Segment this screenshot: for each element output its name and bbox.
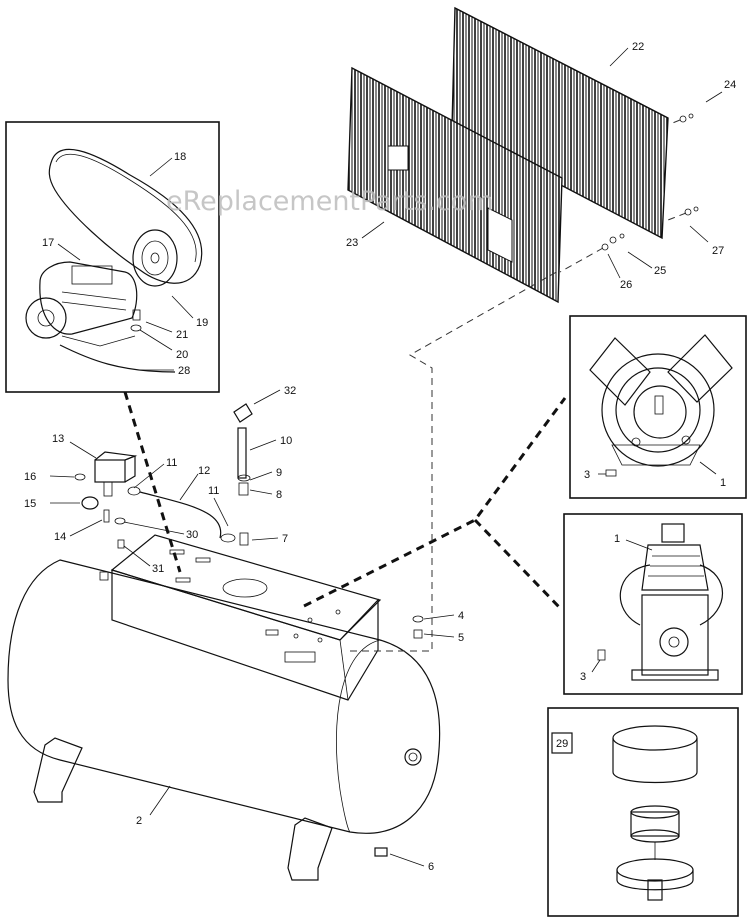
- part-label-30: 30: [186, 529, 198, 541]
- part-label-3-top: 3: [584, 469, 590, 481]
- part-label-7: 7: [282, 533, 288, 545]
- part-label-19: 19: [196, 317, 208, 329]
- part-label-28: 28: [178, 365, 190, 377]
- pump-head-top-view: [589, 334, 733, 467]
- part-label-2: 2: [136, 815, 142, 827]
- guard-fasteners: [601, 113, 699, 251]
- part-label-11-left: 11: [166, 457, 177, 469]
- leader-lines: [49, 47, 723, 867]
- pump-bolt-middle: [597, 649, 606, 661]
- part-label-26: 26: [620, 279, 632, 291]
- inset-29-label: 29: [556, 738, 568, 750]
- part-label-31: 31: [152, 563, 164, 575]
- tank-leg-right: [287, 817, 333, 881]
- part-label-23: 23: [346, 237, 358, 249]
- part-label-17: 17: [42, 237, 54, 249]
- part-label-11-right: 11: [208, 485, 219, 497]
- part-label-27: 27: [712, 245, 724, 257]
- part-label-12: 12: [198, 465, 210, 477]
- belt-guard-back-panel: [451, 6, 669, 240]
- part-label-25: 25: [654, 265, 666, 277]
- motor-bolt-washer: [130, 309, 142, 332]
- guard-connector-line: [350, 269, 561, 652]
- part-label-4: 4: [458, 610, 464, 622]
- part-label-20: 20: [176, 349, 188, 361]
- motor-inset-box: [5, 121, 220, 393]
- tank-platform: [110, 534, 382, 701]
- part-label-1-top: 1: [720, 477, 726, 489]
- belt-guard-front-panel: [347, 66, 563, 304]
- part-label-22: 22: [632, 41, 644, 53]
- watermark: eReplacementParts.com: [166, 186, 494, 217]
- electric-motor: [25, 261, 176, 373]
- drive-belt: [48, 148, 203, 284]
- part-label-32: 32: [284, 385, 296, 397]
- part-label-21: 21: [176, 329, 188, 341]
- motor-connector-line: [123, 391, 182, 573]
- check-valve-tube: [233, 403, 253, 479]
- small-fittings: [74, 473, 424, 639]
- pump-inset-top-box: [569, 315, 747, 499]
- part-label-24: 24: [724, 79, 736, 91]
- pump-assembly-side-view: [619, 523, 723, 681]
- pump-inset-middle-box: [563, 513, 743, 695]
- air-tank: [7, 559, 441, 834]
- part-label-13: 13: [52, 433, 64, 445]
- pump-middle-connector-line: [473, 518, 564, 612]
- part-label-18: 18: [174, 151, 186, 163]
- part-label-10: 10: [280, 435, 292, 447]
- discharge-tube: [139, 491, 222, 539]
- part-label-14: 14: [54, 531, 66, 543]
- pump-top-connector-line: [303, 397, 567, 608]
- part-label-3-middle: 3: [580, 671, 586, 683]
- part-label-6: 6: [428, 861, 434, 873]
- part-label-8: 8: [276, 489, 282, 501]
- motor-pulley: [132, 229, 178, 287]
- part-label-1-middle: 1: [614, 533, 620, 545]
- part-label-16: 16: [24, 471, 36, 483]
- pump-bolt-top: [605, 469, 617, 477]
- air-filter-assembly: [612, 725, 698, 901]
- inset-29-tag: [551, 732, 573, 754]
- pressure-switch: [94, 451, 138, 497]
- drain-valve: [374, 847, 388, 857]
- part-label-9: 9: [276, 467, 282, 479]
- tank-leg-left: [33, 737, 83, 803]
- part-label-5: 5: [458, 632, 464, 644]
- part-label-15: 15: [24, 498, 36, 510]
